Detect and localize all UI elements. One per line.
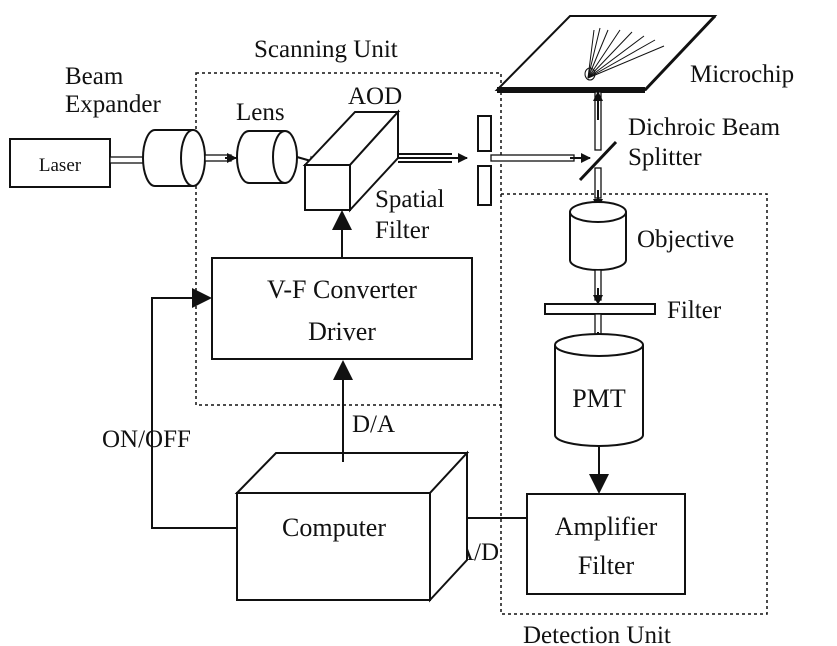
- spatial-filter-slit-top: [477, 115, 492, 152]
- beam-segment-3: [490, 154, 575, 162]
- amplifier-filter-box: [526, 493, 686, 595]
- beam-expander-label-line1: Beam: [65, 63, 124, 90]
- filter-label: Filter: [667, 297, 722, 324]
- detection-unit-label: Detection Unit: [523, 622, 671, 646]
- spatial-filter-label-line2: Filter: [375, 217, 430, 244]
- amplifier-label-line2: Filter: [578, 551, 635, 580]
- laser-label: Laser: [39, 155, 82, 176]
- vf-converter-driver-box: [211, 257, 473, 360]
- computer-box: [234, 450, 470, 603]
- emission-filter: [544, 303, 656, 315]
- pmt-label: PMT: [572, 384, 626, 413]
- dichroic-beam-splitter: [578, 140, 618, 182]
- scanning-unit-boundary: [195, 72, 502, 406]
- beam-expander: [142, 129, 206, 187]
- aod-crystal: [302, 109, 401, 213]
- dichroic-label-line2: Splitter: [628, 144, 702, 171]
- amplifier-label-line1: Amplifier: [555, 512, 658, 541]
- vf-label-line1: V-F Converter: [267, 275, 417, 304]
- computer-label: Computer: [282, 513, 386, 542]
- laser-box: [9, 138, 111, 188]
- onoff-control-line: [151, 288, 237, 529]
- spatial-filter-slit-bottom: [477, 165, 492, 206]
- microchip-label: Microchip: [690, 61, 794, 88]
- lens-label: Lens: [236, 99, 285, 126]
- beam-segment-1: [109, 156, 145, 164]
- microchip: [494, 14, 718, 93]
- beam-expander-label-line2: Expander: [65, 91, 161, 118]
- da-label: D/A: [352, 411, 395, 438]
- vf-label-line2: Driver: [308, 317, 376, 346]
- objective-label: Objective: [637, 226, 734, 253]
- detection-unit-boundary: [500, 193, 768, 615]
- onoff-label: ON/OFF: [102, 426, 191, 453]
- spatial-filter-label-line1: Spatial: [375, 186, 444, 213]
- objective: [569, 201, 627, 271]
- dichroic-label-line1: Dichroic Beam: [628, 114, 781, 141]
- pmt: [554, 333, 644, 447]
- aod-label: AOD: [348, 83, 402, 110]
- scanning-unit-label: Scanning Unit: [254, 36, 398, 63]
- lens: [236, 130, 298, 184]
